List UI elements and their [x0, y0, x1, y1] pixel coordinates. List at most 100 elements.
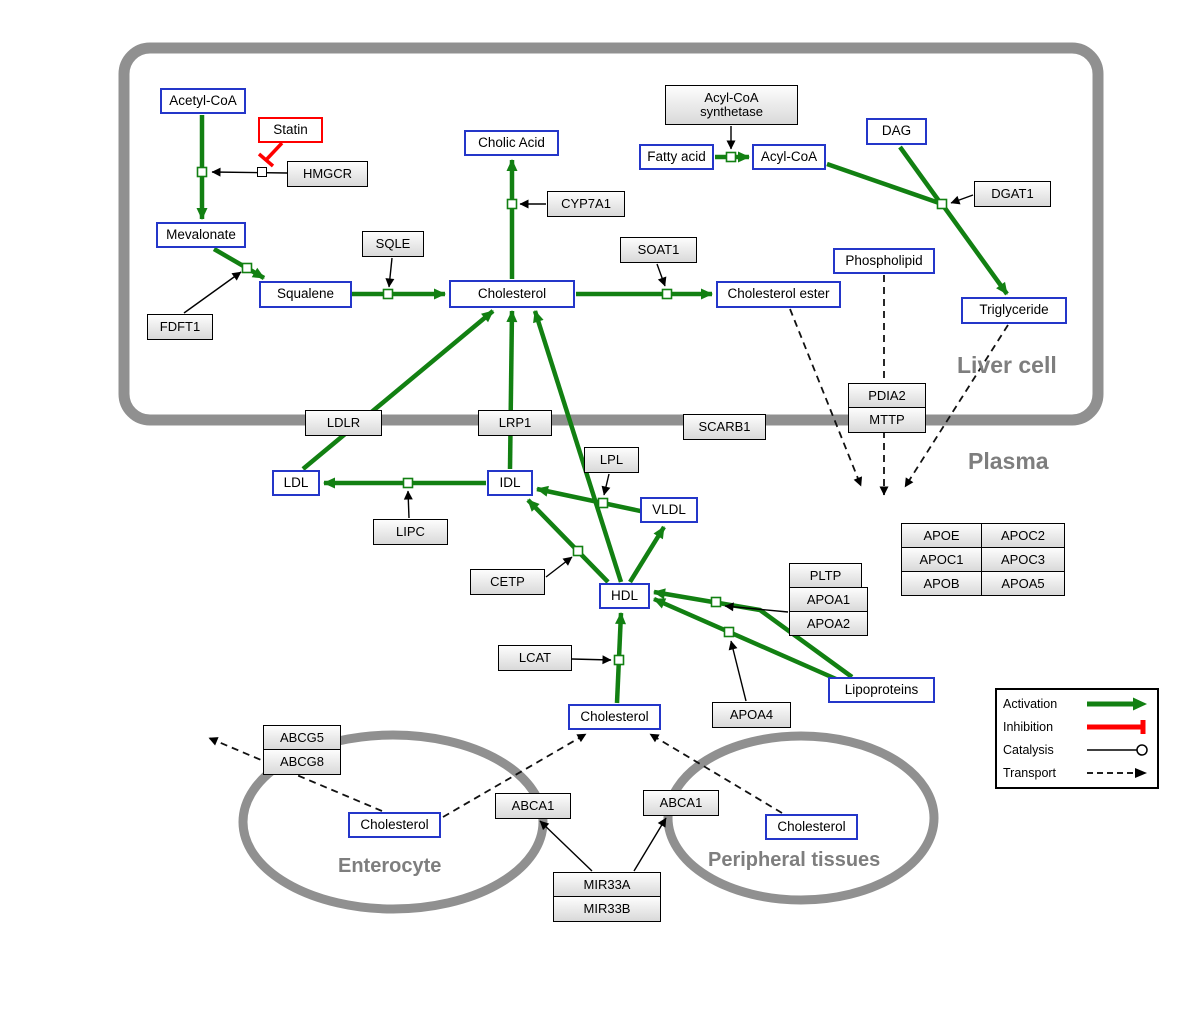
liver-cell-label: Liver cell — [957, 352, 1057, 378]
metabolite-lipoproteins[interactable]: Lipoproteins — [828, 677, 935, 703]
legend-row-catalysis: Catalysis — [1003, 740, 1151, 760]
metabolite-squalene[interactable]: Squalene — [259, 281, 352, 308]
gene-apoa5[interactable]: APOA5 — [981, 571, 1065, 596]
metabolite-dag[interactable]: DAG — [866, 118, 927, 145]
conversion-nodes — [196, 151, 948, 666]
edge-hdl-vldl — [628, 525, 666, 584]
transport-dashed-arrow-icon — [1087, 767, 1147, 778]
edge-lipc-catalysis — [403, 490, 413, 519]
gene-apoc2[interactable]: APOC2 — [981, 523, 1065, 548]
catalysis-circle-icon — [1087, 744, 1148, 756]
gene-ldlr[interactable]: LDLR — [305, 410, 382, 436]
conversion-node — [506, 198, 518, 210]
gene-apoa4[interactable]: APOA4 — [712, 702, 791, 728]
inhibition-tbar-icon — [1087, 720, 1146, 735]
conversion-node — [725, 151, 737, 163]
metabolite-vldl[interactable]: VLDL — [640, 497, 698, 523]
drug-statin[interactable]: Statin — [258, 117, 323, 143]
gene-acyl-coa-synthetase[interactable]: Acyl-CoA synthetase — [665, 85, 798, 125]
gene-sqle[interactable]: SQLE — [362, 231, 424, 257]
gene-abcg8[interactable]: ABCG8 — [263, 749, 341, 775]
metabolite-cholic-acid[interactable]: Cholic Acid — [464, 130, 559, 156]
conversion-node — [597, 497, 609, 509]
gene-pdia2[interactable]: PDIA2 — [848, 383, 926, 408]
edge-junction-triglyceride — [940, 202, 1009, 296]
gene-lpl[interactable]: LPL — [584, 447, 639, 473]
gene-mir33b[interactable]: MIR33B — [553, 896, 661, 922]
edge-lcat-catalysis — [571, 655, 612, 665]
membranes — [118, 42, 1104, 914]
edge-enterocyte-cholesterol-to-plasma — [442, 733, 587, 818]
conversion-node — [402, 477, 414, 489]
liver-cell-membrane — [118, 42, 1104, 426]
edge-sqle-catalysis — [385, 257, 395, 288]
conversion-node — [936, 198, 948, 210]
conversion-node — [613, 654, 625, 666]
edge-lpl-catalysis — [601, 473, 611, 496]
metabolite-acyl-coa[interactable]: Acyl-CoA — [752, 144, 826, 170]
edge-triglyceride-secretion — [904, 324, 1009, 488]
metabolite-cholesterol-ester[interactable]: Cholesterol ester — [716, 281, 841, 308]
metabolite-fatty-acid[interactable]: Fatty acid — [639, 144, 714, 170]
legend-inhibition-label: Inhibition — [1003, 720, 1054, 735]
metabolite-cholesterol-liver[interactable]: Cholesterol — [449, 280, 575, 308]
gene-apoa1[interactable]: APOA1 — [789, 587, 868, 612]
peripheral-tissues-label: Peripheral tissues — [708, 849, 881, 871]
metabolite-phospholipid[interactable]: Phospholipid — [833, 248, 935, 274]
metabolite-ldl[interactable]: LDL — [272, 470, 320, 496]
gene-apoc1[interactable]: APOC1 — [901, 547, 982, 572]
metabolite-triglyceride[interactable]: Triglyceride — [961, 297, 1067, 324]
gene-scarb1[interactable]: SCARB1 — [683, 414, 766, 440]
edge-mir33-abca1-right — [633, 817, 667, 872]
gene-dgat1[interactable]: DGAT1 — [974, 181, 1051, 207]
gene-mttp[interactable]: MTTP — [848, 407, 926, 433]
edge-vldl-idl — [536, 485, 646, 515]
statin-binding-node — [257, 167, 267, 177]
gene-cyp7a1[interactable]: CYP7A1 — [547, 191, 625, 217]
catalysis-edges — [183, 126, 974, 872]
gene-fdft1[interactable]: FDFT1 — [147, 314, 213, 340]
gene-soat1[interactable]: SOAT1 — [620, 237, 697, 263]
conversion-node — [382, 288, 394, 300]
gene-mir33a[interactable]: MIR33A — [553, 872, 661, 897]
transport-edges — [208, 275, 1009, 818]
metabolite-acetyl-coa[interactable]: Acetyl-CoA — [160, 88, 246, 114]
metabolite-cholesterol-enterocyte[interactable]: Cholesterol — [348, 812, 441, 838]
gene-apoa2[interactable]: APOA2 — [789, 611, 868, 636]
legend-row-transport: Transport — [1003, 763, 1151, 783]
gene-lipc[interactable]: LIPC — [373, 519, 448, 545]
gene-hmgcr[interactable]: HMGCR — [287, 161, 368, 187]
gene-lrp1[interactable]: LRP1 — [478, 410, 552, 436]
metabolite-cholesterol-peripheral[interactable]: Cholesterol — [765, 814, 858, 840]
legend-row-inhibition: Inhibition — [1003, 717, 1151, 737]
gene-apoc3[interactable]: APOC3 — [981, 547, 1065, 572]
conversion-node — [710, 596, 722, 608]
conversion-node — [661, 288, 673, 300]
conversion-node — [196, 166, 208, 178]
gene-apoe[interactable]: APOE — [901, 523, 982, 548]
legend-activation-label: Activation — [1003, 697, 1058, 712]
activation-arrow-icon — [1087, 697, 1147, 711]
legend-transport-label: Transport — [1003, 765, 1057, 780]
edge-dag-junction — [898, 145, 941, 203]
gene-lcat[interactable]: LCAT — [498, 645, 572, 671]
gene-abcg5[interactable]: ABCG5 — [263, 725, 341, 750]
statin-inhibition-tbar — [257, 152, 275, 168]
edge-hmgcr-catalysis — [211, 167, 288, 177]
gene-cetp[interactable]: CETP — [470, 569, 545, 595]
metabolite-mevalonate[interactable]: Mevalonate — [156, 222, 246, 248]
edge-mevalonate-squalene — [212, 247, 266, 280]
edge-hdl-cholesterol — [532, 310, 624, 583]
metabolite-hdl[interactable]: HDL — [599, 583, 650, 609]
gene-pltp[interactable]: PLTP — [789, 563, 862, 588]
edge-ldl-cholesterol — [301, 309, 495, 471]
conversion-node — [723, 626, 735, 638]
gene-abca1-enterocyte[interactable]: ABCA1 — [495, 793, 571, 819]
metabolite-cholesterol-plasma[interactable]: Cholesterol — [568, 704, 661, 730]
gene-abca1-peripheral[interactable]: ABCA1 — [643, 790, 719, 816]
metabolite-idl[interactable]: IDL — [487, 470, 533, 496]
conversion-node — [241, 262, 253, 274]
gene-apob[interactable]: APOB — [901, 571, 982, 596]
legend: Activation Inhibition Catalysis Transpor… — [995, 688, 1159, 789]
